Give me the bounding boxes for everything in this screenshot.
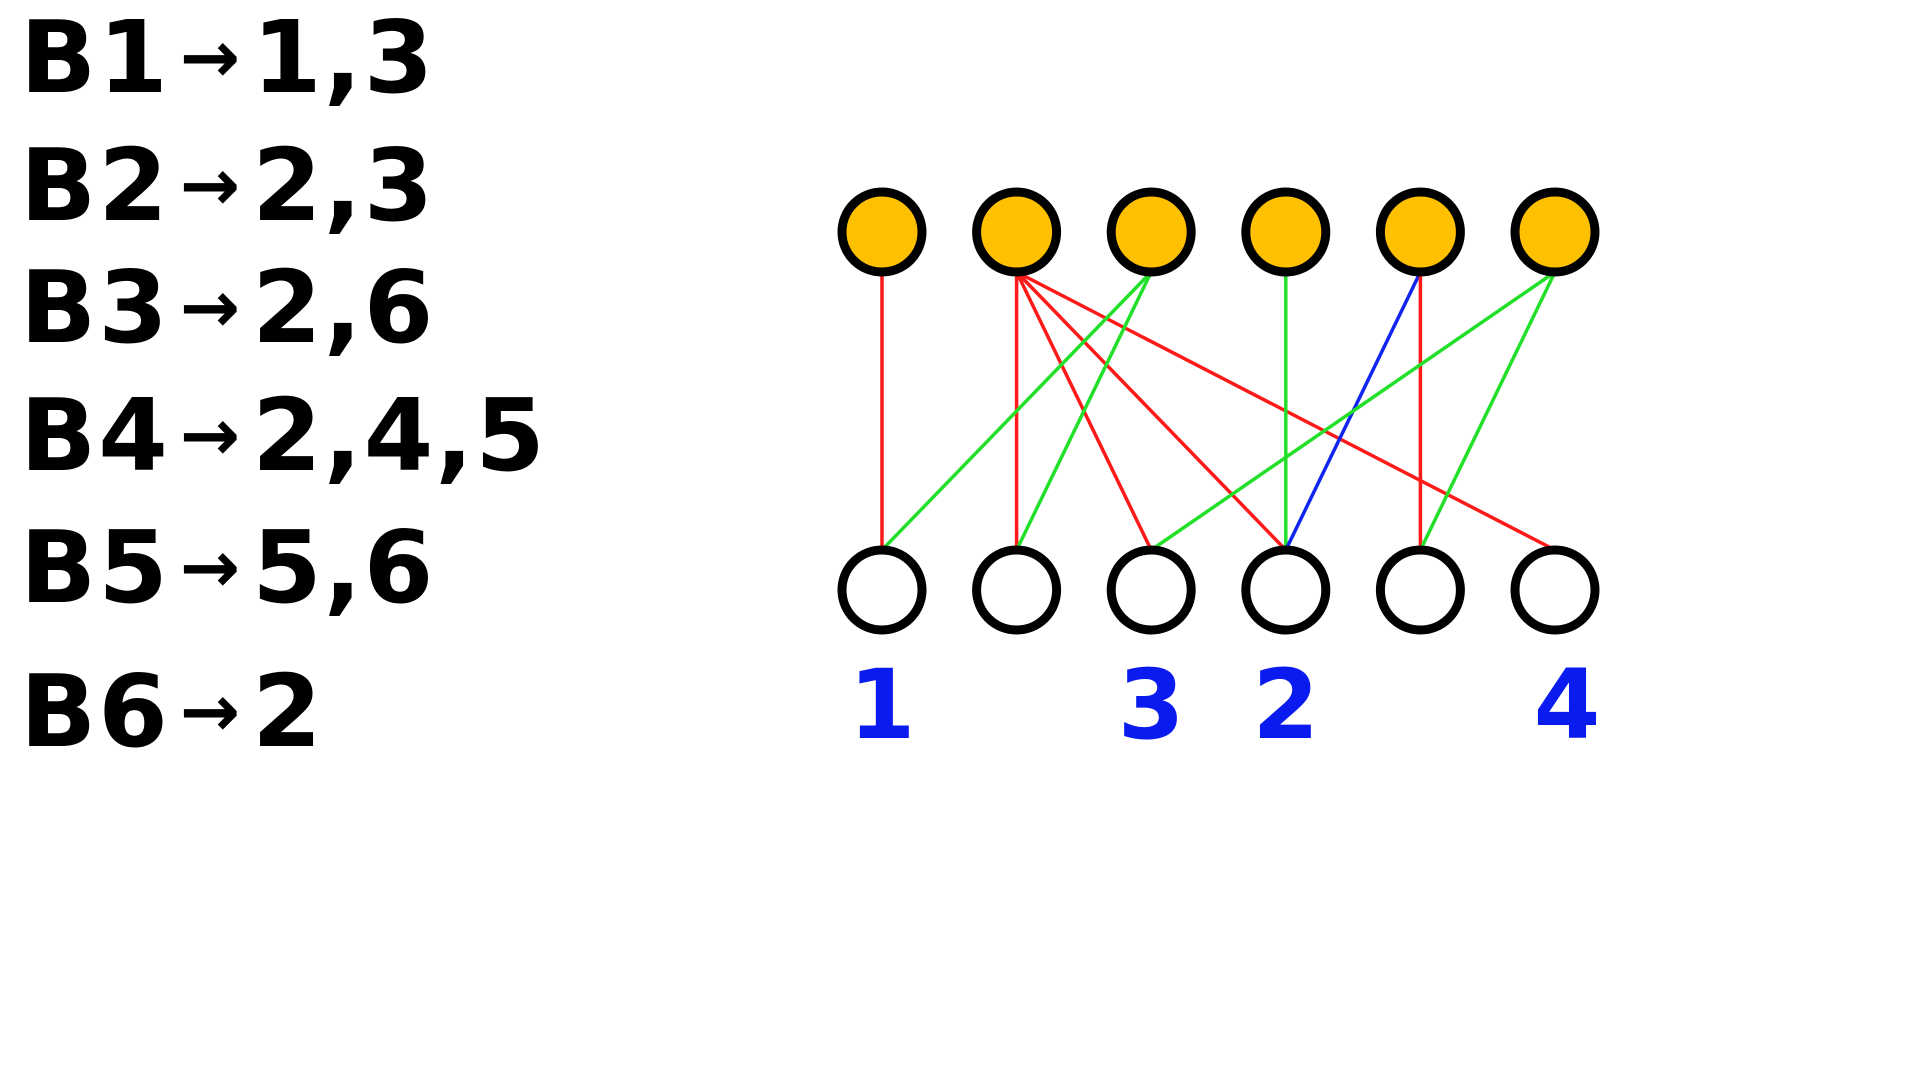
block-rule-list: B1→1,3 B2→2,3 B3→2,6 B4→2,4,5 B5→5,6 B6→… — [20, 8, 547, 762]
bottom-node-3 — [1106, 545, 1196, 635]
arrow-icon: → — [179, 264, 243, 349]
arrow-icon: → — [179, 392, 243, 477]
rule-targets: 2,4,5 — [252, 377, 547, 494]
edge-top3-bottom2 — [1015, 271, 1153, 551]
arrow-icon: → — [179, 668, 243, 753]
top-node-1 — [837, 187, 927, 277]
bottom-node-1 — [837, 545, 927, 635]
top-node-6 — [1510, 187, 1600, 277]
edge-layer — [880, 270, 1557, 552]
rule-targets: 2 — [252, 653, 324, 770]
edge-top3-bottom1 — [880, 270, 1153, 552]
bottom-node-2 — [972, 545, 1062, 635]
assignment-label-node-3: 3 — [1118, 649, 1185, 761]
rule-targets: 2,3 — [252, 127, 436, 244]
edge-top2-bottom4 — [1015, 270, 1288, 552]
assignment-label-node-4: 2 — [1252, 649, 1319, 761]
rule-block-label: B5 — [20, 509, 170, 626]
rule-targets: 5,6 — [252, 509, 436, 626]
rule-b2: B2→2,3 — [20, 136, 547, 236]
arrow-icon: → — [179, 142, 243, 227]
arrow-icon: → — [179, 524, 243, 609]
bottom-node-4 — [1241, 545, 1331, 635]
rule-targets: 2,6 — [252, 249, 436, 366]
rule-b4: B4→2,4,5 — [20, 386, 547, 486]
rule-b6: B6→2 — [20, 662, 547, 762]
top-node-4 — [1241, 187, 1331, 277]
assignment-label-node-1: 1 — [849, 649, 916, 761]
node-layer — [837, 187, 1600, 635]
rule-block-label: B2 — [20, 127, 170, 244]
top-node-3 — [1106, 187, 1196, 277]
top-node-5 — [1375, 187, 1465, 277]
edge-top6-bottom3 — [1150, 270, 1556, 552]
bottom-node-6 — [1510, 545, 1600, 635]
rule-targets: 1,3 — [252, 0, 436, 116]
rule-b3: B3→2,6 — [20, 258, 547, 358]
assignment-label-node-6: 4 — [1534, 649, 1601, 761]
rule-b5: B5→5,6 — [20, 518, 547, 618]
rule-block-label: B6 — [20, 653, 170, 770]
rule-block-label: B1 — [20, 0, 170, 116]
top-node-2 — [972, 187, 1062, 277]
rule-b1: B1→1,3 — [20, 8, 547, 108]
arrow-icon: → — [179, 14, 243, 99]
rule-block-label: B3 — [20, 249, 170, 366]
rule-block-label: B4 — [20, 377, 170, 494]
edge-top6-bottom5 — [1418, 271, 1557, 551]
bottom-node-5 — [1375, 545, 1465, 635]
